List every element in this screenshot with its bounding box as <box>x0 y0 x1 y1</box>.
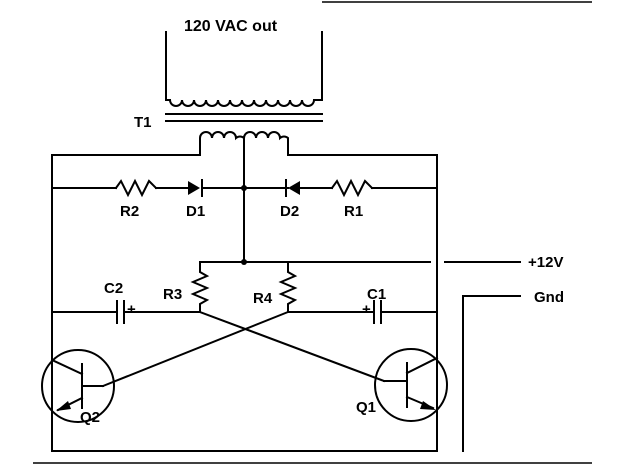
power-label: +12V <box>528 254 563 271</box>
transistor-q1 <box>374 348 448 422</box>
capacitor-c1-plus: + <box>362 301 371 318</box>
diode-d1 <box>188 181 200 195</box>
transistor-q1-label: Q1 <box>356 399 376 416</box>
resistor-r4-label: R4 <box>253 290 273 307</box>
transformer-t1 <box>165 31 323 263</box>
junction-dot-bus <box>241 259 247 265</box>
wire-r3-to-q1-base <box>198 310 386 383</box>
wire-r4-to-q2-base <box>101 310 290 388</box>
transistor-q2-label: Q2 <box>80 409 100 426</box>
diode-d1-label: D1 <box>186 203 205 220</box>
ground-lead-wire <box>462 295 521 452</box>
transistor-q2 <box>41 349 115 423</box>
ground-label: Gnd <box>534 289 564 306</box>
diode-d2 <box>288 181 300 195</box>
resistor-r1 <box>330 178 374 198</box>
capacitor-c2-plus: + <box>127 301 136 318</box>
resistor-r1-label: R1 <box>344 203 363 220</box>
transformer-label: T1 <box>134 114 152 131</box>
resistor-r2-label: R2 <box>120 203 139 220</box>
capacitor-c1-label: C1 <box>367 286 386 303</box>
outer-loop-wire <box>51 154 438 452</box>
secondary-winding <box>165 99 323 107</box>
resistor-r3-label: R3 <box>163 286 182 303</box>
diode-d2-label: D2 <box>280 203 299 220</box>
output-label: 120 VAC out <box>184 18 278 35</box>
resistor-r3 <box>190 261 210 313</box>
resistor-r4 <box>278 261 298 313</box>
capacitor-c2-label: C2 <box>104 280 123 297</box>
junction-dot-center <box>241 185 247 191</box>
resistor-r2 <box>114 178 158 198</box>
